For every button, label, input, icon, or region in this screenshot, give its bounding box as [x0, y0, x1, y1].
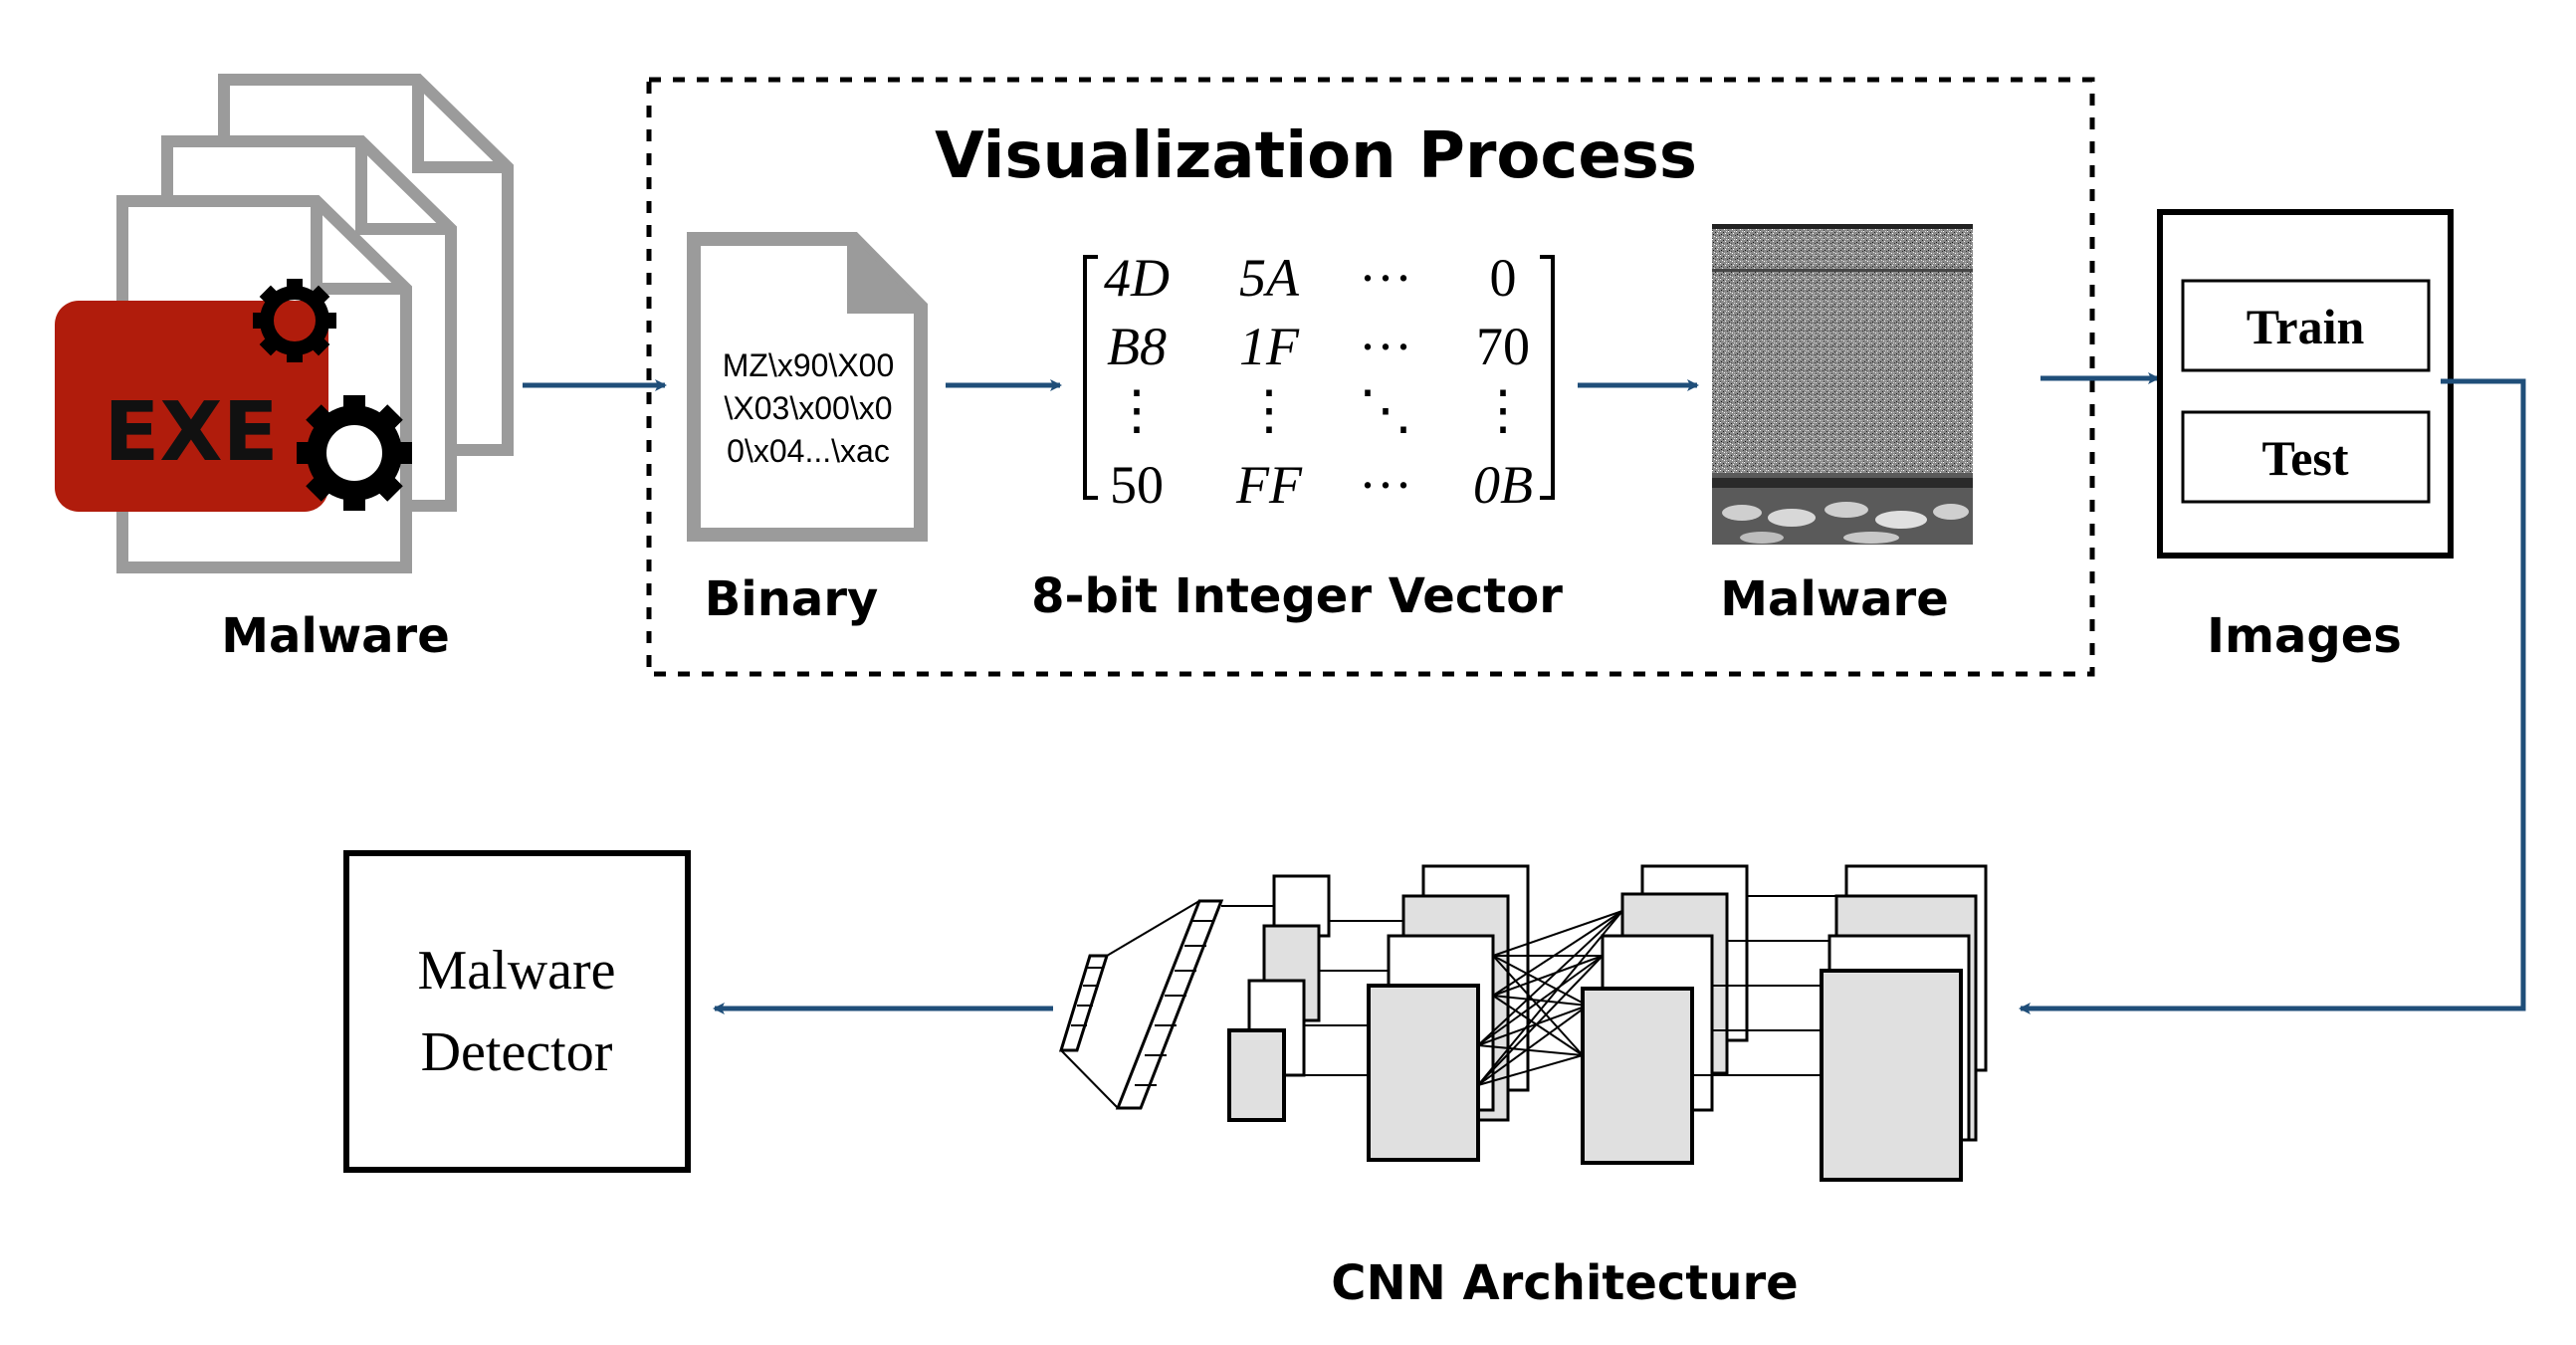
images-label: Images — [2207, 608, 2402, 664]
malware-image-label: Malware — [1720, 571, 1949, 627]
malware-image — [1712, 224, 1973, 545]
cnn-label: CNN Architecture — [1331, 1255, 1798, 1311]
matrix-cell: ⋮ — [1242, 380, 1296, 440]
matrix-cell: FF — [1235, 455, 1303, 515]
matrix-cell: ⋱ — [1359, 380, 1412, 440]
binary-file-icon — [687, 232, 928, 542]
gear-icon — [297, 395, 412, 511]
matrix-cell: 0B — [1473, 455, 1533, 515]
matrix-cell: 0 — [1490, 248, 1517, 308]
visualization-process-box — [646, 77, 2095, 677]
matrix-cell: 5A — [1239, 248, 1300, 308]
train-box — [2181, 279, 2431, 372]
matrix-cell: ··· — [1359, 248, 1412, 308]
cnn-architecture-diagram — [1058, 864, 1988, 1182]
vector-label: 8-bit Integer Vector — [1031, 568, 1563, 624]
binary-label: Binary — [705, 571, 879, 627]
matrix-cell: 1F — [1239, 317, 1300, 376]
matrix-cell: 50 — [1110, 455, 1164, 515]
binary-line-3: 0\x04...\xac — [727, 433, 890, 469]
matrix-cell: 70 — [1476, 317, 1530, 376]
malware-label: Malware — [221, 608, 450, 664]
matrix-cell: ⋮ — [1110, 380, 1164, 440]
malware-detector-box — [343, 850, 691, 1173]
matrix-cell: ··· — [1359, 455, 1412, 515]
train-label: Train — [2247, 299, 2365, 354]
exe-badge-text: EXE — [104, 385, 278, 480]
matrix-cell: ··· — [1359, 317, 1412, 376]
gear-icon — [253, 279, 336, 362]
matrix-cell: B8 — [1107, 317, 1167, 376]
test-box — [2181, 410, 2431, 504]
exe-badge: EXE — [55, 301, 328, 512]
matrix-cell: 4D — [1104, 248, 1170, 308]
integer-matrix — [1083, 255, 1555, 500]
detector-line-2: Detector — [421, 1021, 613, 1083]
binary-line-2: \X03\x00\x0 — [725, 390, 893, 426]
detector-line-1: Malware — [417, 940, 615, 1002]
visualization-title: Visualization Process — [935, 119, 1697, 193]
test-label: Test — [2261, 430, 2348, 486]
images-box — [2157, 209, 2454, 559]
binary-line-1: MZ\x90\X00 — [723, 347, 895, 383]
matrix-cell: ⋮ — [1476, 380, 1530, 440]
arrow — [2019, 378, 2526, 1014]
